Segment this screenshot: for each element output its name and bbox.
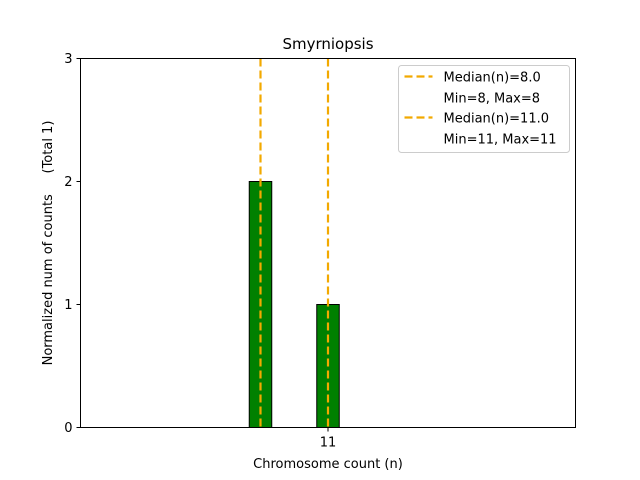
y-tick-label-1: 1 [64,298,72,313]
legend-sublabel-0: Min=8, Max=8 [444,92,541,107]
chart-title: Smyrniopsis [282,35,373,53]
y-axis-label: Normalized num of counts (Total 1) [41,121,56,366]
y-tick-label-0: 0 [64,421,72,436]
y-axis-ticks: 0 1 2 3 [64,52,81,436]
x-tick-label-0: 11 [320,436,337,451]
x-axis-ticks: 11 [320,427,337,451]
y-tick-label-3: 3 [64,52,72,67]
legend-sublabel-1: Min=11, Max=11 [444,133,557,148]
y-tick-label-2: 2 [64,175,72,190]
x-axis-label: Chromosome count (n) [253,457,403,472]
legend-label-1: Median(n)=11.0 [444,112,550,127]
median-lines-group [259,58,330,428]
legend-label-0: Median(n)=8.0 [444,71,541,86]
legend-box [398,65,570,153]
